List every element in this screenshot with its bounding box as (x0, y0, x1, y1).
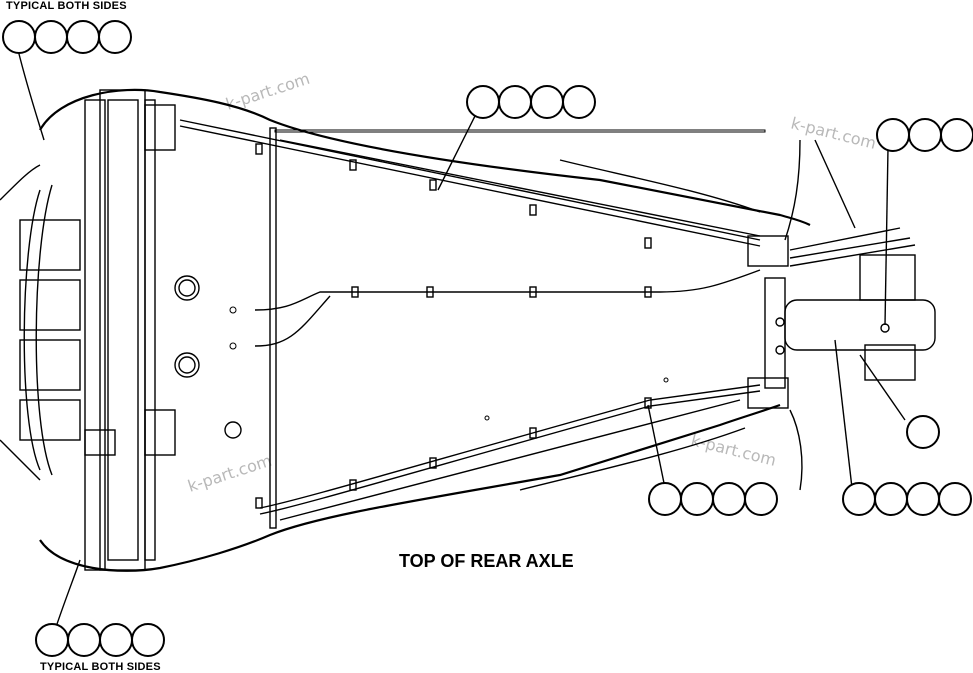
callout-bubble (876, 118, 910, 152)
callout-bubble (842, 482, 876, 516)
callout-bubble (67, 623, 101, 657)
callout-right-single (906, 415, 940, 449)
callout-bubble (131, 623, 165, 657)
callout-bubble (99, 623, 133, 657)
callout-top-right (876, 118, 973, 152)
leader-lines (17, 49, 906, 631)
left-wheel-end (19, 89, 176, 571)
callout-bubble (35, 623, 69, 657)
callout-top-left (2, 20, 132, 54)
callout-bottom-center (648, 482, 778, 516)
hose-clamps (255, 143, 652, 509)
callout-bubble (562, 85, 596, 119)
callout-bubble (66, 20, 100, 54)
hose-routing (179, 119, 761, 521)
callout-top-center (466, 85, 596, 119)
callout-bubble (2, 20, 36, 54)
callout-bubble (648, 482, 682, 516)
note-typical-both-sides-bottom: TYPICAL BOTH SIDES (40, 661, 161, 673)
callout-bubble (906, 482, 940, 516)
axle-body-features (174, 275, 669, 439)
differential-assembly (747, 139, 936, 491)
callout-bubble (908, 118, 942, 152)
callout-bubble (906, 415, 940, 449)
view-title: TOP OF REAR AXLE (399, 551, 574, 571)
callout-bubble (744, 482, 778, 516)
callout-bubble (874, 482, 908, 516)
callout-bubble (712, 482, 746, 516)
callout-bubble (680, 482, 714, 516)
callout-bottom-left (35, 623, 165, 657)
callout-bubble (530, 85, 564, 119)
callout-bubble (34, 20, 68, 54)
note-typical-both-sides-top: TYPICAL BOTH SIDES (6, 0, 127, 12)
callout-bubble (940, 118, 973, 152)
callout-bubble (98, 20, 132, 54)
callout-bubble (938, 482, 972, 516)
callout-bubble (466, 85, 500, 119)
callout-bubble (498, 85, 532, 119)
callout-bottom-right (842, 482, 972, 516)
